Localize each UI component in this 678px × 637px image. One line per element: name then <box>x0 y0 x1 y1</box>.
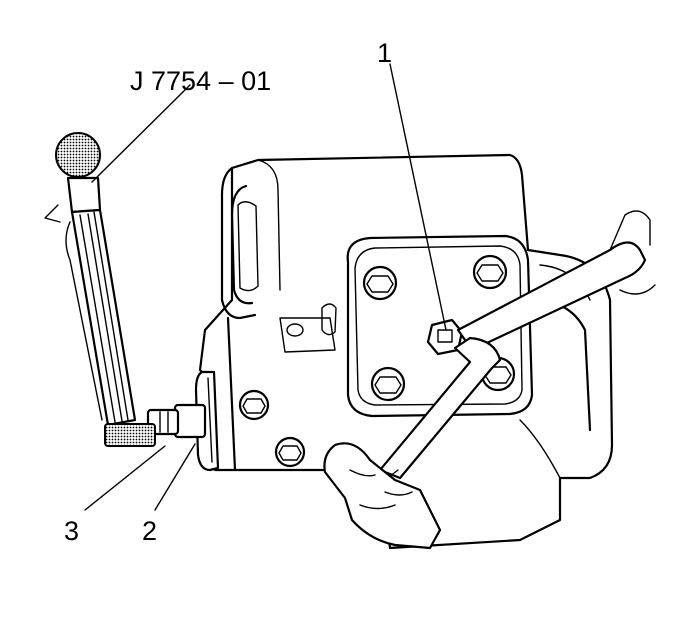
bolt-side-lower <box>274 436 306 468</box>
torque-wrench-tool <box>44 132 156 447</box>
tool-knob <box>55 132 101 178</box>
callout-2: 2 <box>142 516 157 546</box>
input-shaft <box>146 370 220 472</box>
bolt-top-right <box>472 254 508 290</box>
bolt-side-upper <box>238 389 270 421</box>
wrench <box>456 210 656 352</box>
leader-line-3 <box>84 445 166 511</box>
leader-lines <box>84 63 447 511</box>
callout-1: 1 <box>377 38 392 68</box>
callout-3: 3 <box>64 516 79 546</box>
tool-drive-head <box>104 423 156 447</box>
callout-tool-id: J 7754 – 01 <box>130 66 271 96</box>
leader-line-tool <box>91 84 191 183</box>
bolt-bottom-left <box>370 366 406 402</box>
leader-line-2 <box>154 443 196 511</box>
hand <box>323 442 442 550</box>
bolt-top-left <box>362 265 398 301</box>
leader-line-1 <box>389 63 447 331</box>
